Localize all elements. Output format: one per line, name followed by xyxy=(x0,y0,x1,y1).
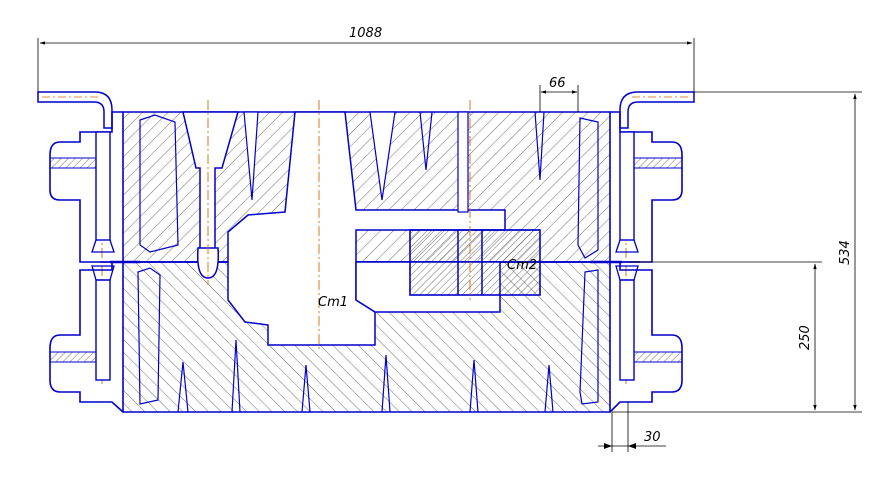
wedge-right xyxy=(369,111,396,201)
right-flange-top xyxy=(631,157,683,169)
right-hook xyxy=(619,91,695,129)
wedge-left xyxy=(243,111,259,201)
right-pin-joint xyxy=(615,239,639,281)
left-pin-upper xyxy=(95,131,111,241)
dim-top-offset: 66 xyxy=(549,76,566,91)
dim-lower-height: 250 xyxy=(798,325,813,350)
dimensions xyxy=(37,38,862,452)
vertical-slot xyxy=(457,111,469,213)
left-flange-top xyxy=(49,157,101,169)
lower-right-core-outline xyxy=(579,269,599,405)
right-pin-lower xyxy=(619,279,635,381)
mold-body xyxy=(100,111,640,413)
right-pin-upper xyxy=(619,131,635,241)
dim-total-height: 534 xyxy=(838,240,853,265)
label-part1: Cm1 xyxy=(318,295,348,310)
central-cavity xyxy=(227,111,506,346)
left-flange-bot xyxy=(49,351,101,363)
upper-spikes xyxy=(419,111,545,181)
upper-right-core-outline xyxy=(577,117,599,259)
insert-cm2 xyxy=(409,229,541,296)
left-hook xyxy=(37,91,113,129)
upper-core-outline xyxy=(139,114,179,253)
left-wall xyxy=(37,91,140,413)
left-pin-joint xyxy=(91,239,115,281)
left-pin-lower xyxy=(95,279,111,381)
right-wall xyxy=(590,91,695,413)
dim-wall-gap: 30 xyxy=(644,430,661,445)
dim-overall-width: 1088 xyxy=(349,26,382,41)
lower-spikes xyxy=(177,339,554,413)
right-flange-bot xyxy=(631,351,683,363)
lower-core-outline xyxy=(137,267,161,405)
label-part2: Cm2 xyxy=(507,258,537,273)
